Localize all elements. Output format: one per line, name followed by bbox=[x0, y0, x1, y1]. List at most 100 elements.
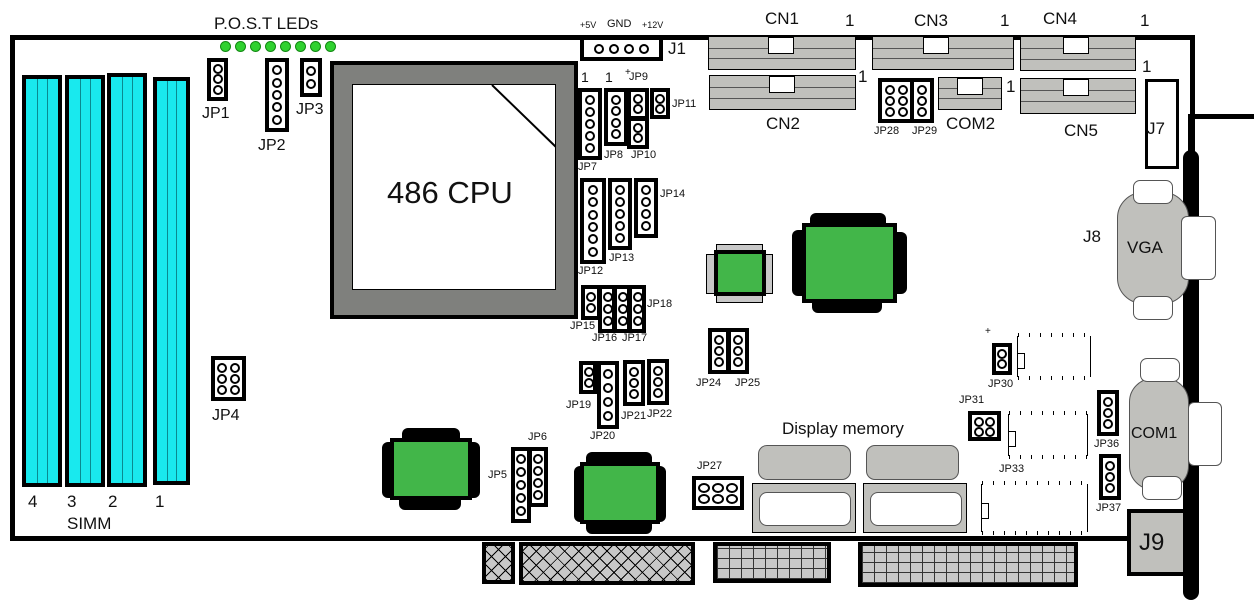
jumper-pin bbox=[594, 43, 605, 54]
jumper-pin bbox=[212, 84, 223, 95]
jumper-jp17 bbox=[613, 285, 631, 333]
jumper-jp18 bbox=[628, 285, 646, 333]
jumper-pin bbox=[641, 185, 651, 195]
com1-bracket-tab bbox=[1188, 402, 1222, 466]
connector-com2 bbox=[938, 77, 1002, 110]
jumper-pin bbox=[603, 369, 613, 379]
component-part bbox=[1018, 352, 1025, 369]
jumper-pin bbox=[633, 316, 643, 326]
jumper-jp37 bbox=[1099, 454, 1121, 500]
jumper-jp9 bbox=[627, 88, 649, 120]
jumper-pin bbox=[585, 143, 595, 153]
component-part bbox=[1018, 376, 1090, 380]
jumper-pin bbox=[641, 197, 651, 207]
component-part bbox=[1009, 411, 1087, 415]
jp21-label: JP21 bbox=[621, 410, 647, 422]
j1-label: J1 bbox=[668, 39, 686, 58]
vga-screw-top bbox=[1133, 180, 1173, 204]
jumper-jp20 bbox=[597, 361, 619, 429]
jumper-pin bbox=[641, 209, 651, 219]
display-memory-socket-2 bbox=[866, 445, 959, 480]
jp9-plus: + bbox=[625, 67, 631, 78]
jp12-label: JP12 bbox=[578, 265, 604, 277]
jumper-jp14 bbox=[634, 178, 658, 238]
component-part bbox=[1009, 455, 1087, 459]
jp33-label: JP33 bbox=[999, 463, 1025, 475]
jumper-pin bbox=[588, 197, 598, 208]
component-part bbox=[769, 76, 795, 93]
jumper-pin bbox=[272, 77, 282, 88]
j1-pin-12v: +12V bbox=[642, 20, 664, 30]
jumper-pin bbox=[897, 106, 908, 117]
com2-label: COM2 bbox=[946, 114, 996, 133]
component-part bbox=[768, 37, 794, 54]
jumper-pin bbox=[633, 104, 643, 114]
post-led bbox=[280, 41, 291, 52]
jumper-pin bbox=[585, 131, 595, 141]
post-led bbox=[295, 41, 306, 52]
jumper-pin bbox=[217, 362, 228, 373]
jp36-label: JP36 bbox=[1094, 438, 1120, 450]
jumper-pin bbox=[973, 427, 984, 437]
jumper-pin bbox=[516, 467, 526, 478]
jp27-label: JP27 bbox=[697, 460, 723, 472]
cn2-label: CN2 bbox=[766, 114, 801, 133]
cn4-pin1: 1 bbox=[1140, 11, 1150, 30]
jumper-pin bbox=[588, 234, 598, 245]
jumper-pin bbox=[516, 505, 526, 516]
simm-slot-label: 2 bbox=[108, 492, 118, 511]
jumper-pin bbox=[985, 427, 996, 437]
component-part bbox=[957, 78, 983, 95]
component-part bbox=[923, 37, 949, 54]
dip-chip-1 bbox=[1017, 333, 1091, 380]
jp11-label: JP11 bbox=[672, 98, 697, 110]
com2-pin1: 1 bbox=[1006, 77, 1016, 96]
jumper-jp28 bbox=[878, 78, 914, 123]
cn3-pin1: 1 bbox=[1000, 11, 1010, 30]
jp28-label: JP28 bbox=[874, 125, 900, 137]
jumper-jp4 bbox=[211, 356, 246, 401]
jumper-pin bbox=[897, 84, 908, 95]
jumper-pin bbox=[603, 304, 613, 314]
jumper-pin bbox=[585, 107, 595, 117]
jumper-pin bbox=[641, 221, 651, 231]
jumper-jp22 bbox=[647, 359, 669, 405]
jp5-label: JP5 bbox=[488, 469, 507, 481]
jp6-label: JP6 bbox=[528, 431, 547, 443]
jp13-label: JP13 bbox=[609, 252, 635, 264]
jp17-label: JP17 bbox=[622, 332, 648, 344]
jumper-pin bbox=[629, 366, 639, 377]
cpu-socket: 486 CPU bbox=[330, 61, 578, 319]
dip-chip-jp33 bbox=[981, 481, 1088, 535]
j8-label: J8 bbox=[1083, 227, 1101, 246]
jumper-jp36 bbox=[1097, 390, 1119, 436]
simm-slot-1 bbox=[153, 77, 190, 485]
j7-label: J7 bbox=[1147, 119, 1165, 138]
display-memory-slot-2 bbox=[863, 483, 967, 533]
jp30-label: JP30 bbox=[988, 378, 1014, 390]
jumper-pin bbox=[603, 292, 613, 302]
com1-screw-bottom bbox=[1142, 476, 1182, 500]
connector-cn5 bbox=[1020, 78, 1136, 114]
jumper-jp19 bbox=[579, 361, 597, 394]
jumper-pin bbox=[1103, 396, 1113, 407]
jumper-pin bbox=[733, 334, 743, 345]
jumper-pin bbox=[1103, 407, 1113, 418]
jp16-label: JP16 bbox=[592, 332, 618, 344]
jumper-pin bbox=[985, 417, 996, 427]
jp3-label: JP3 bbox=[296, 101, 324, 118]
jumper-pin bbox=[917, 106, 927, 117]
jumper-pin bbox=[615, 209, 625, 219]
vga-screw-bottom bbox=[1133, 296, 1173, 320]
jumper-pin bbox=[588, 209, 598, 220]
jp24-label: JP24 bbox=[696, 377, 722, 389]
jumper-pin bbox=[272, 65, 282, 76]
jumper-jp21 bbox=[623, 360, 645, 406]
jumper-jp6 bbox=[528, 447, 548, 507]
jumper-pin bbox=[516, 454, 526, 465]
jumper-pin bbox=[588, 222, 598, 233]
j1-pin-gnd: GND bbox=[607, 18, 632, 30]
jumper-pin bbox=[611, 94, 621, 105]
simm-slot-label: 1 bbox=[155, 492, 165, 511]
jumper-pin bbox=[611, 129, 621, 140]
